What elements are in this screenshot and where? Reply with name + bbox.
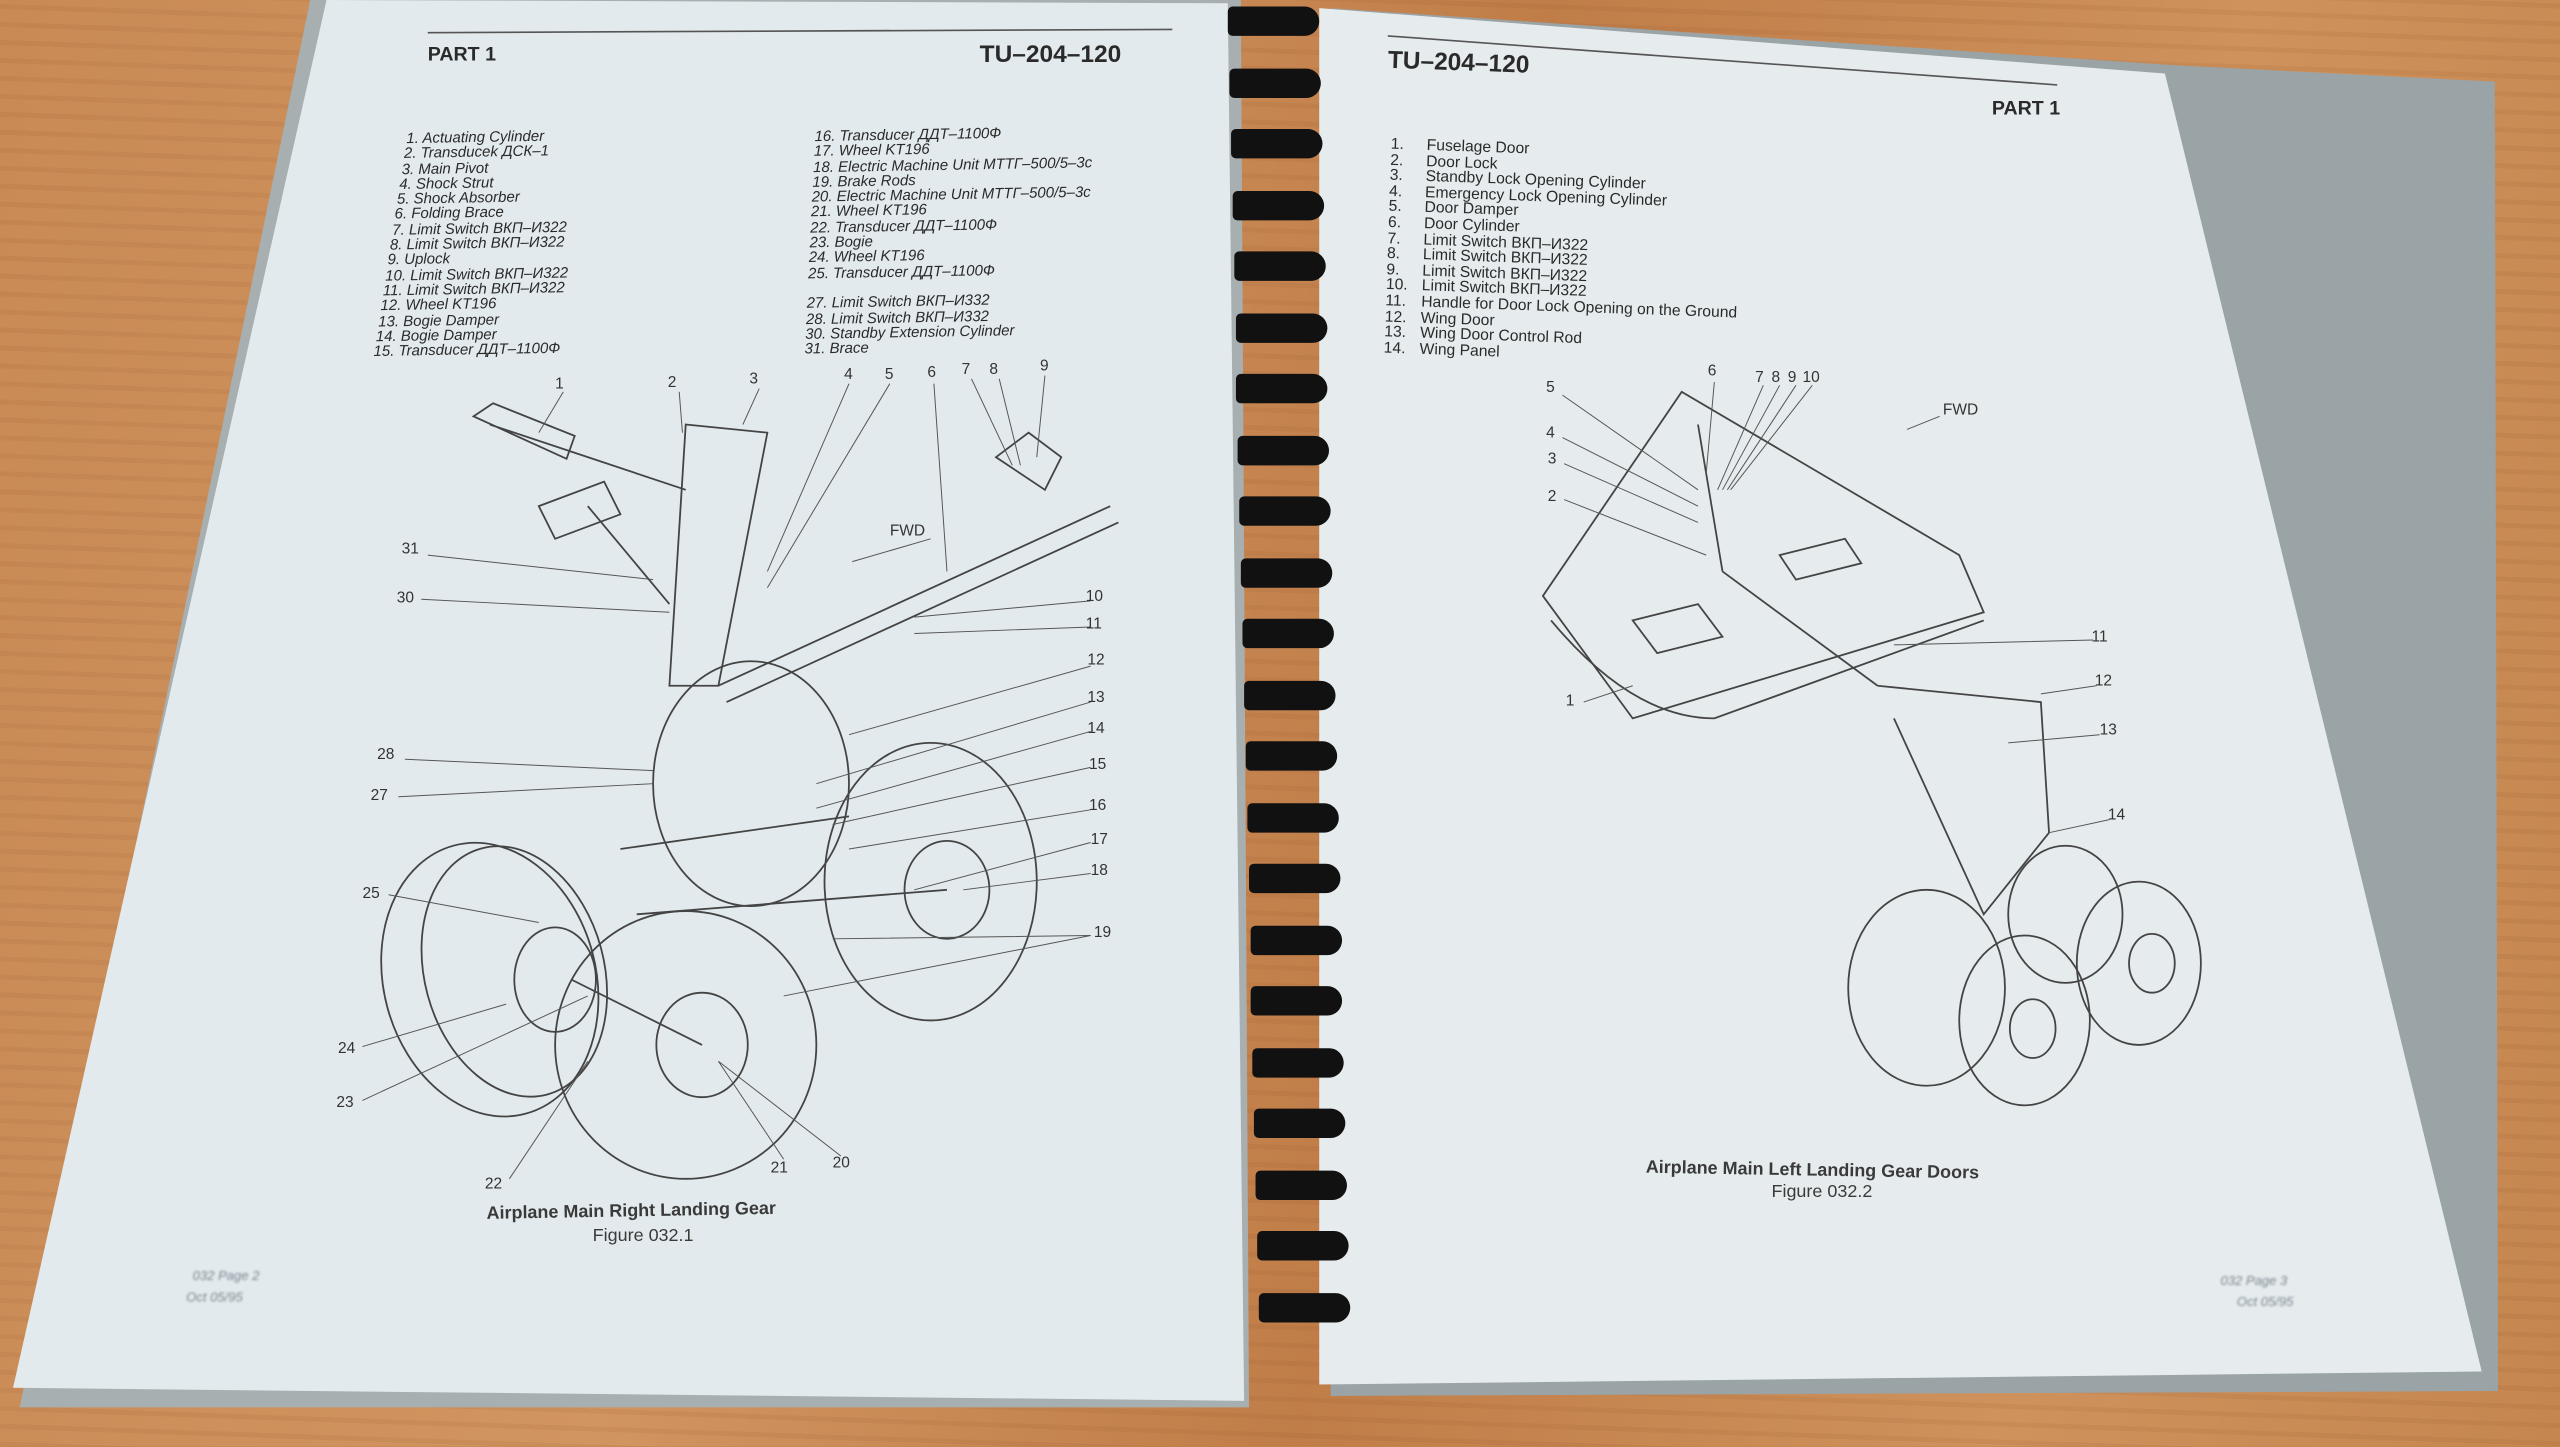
callout-number: 1 <box>555 375 564 394</box>
binding-ring <box>1229 67 1321 98</box>
callout-number: 6 <box>927 364 937 383</box>
callout-number: 6 <box>1707 362 1717 381</box>
legend-number: 14. <box>1383 339 1406 358</box>
binding-ring <box>1233 251 1326 281</box>
callout-number: 13 <box>1087 688 1105 707</box>
callout-number: 24 <box>337 1040 356 1058</box>
callout-number: 9 <box>1040 357 1049 376</box>
binding-ring <box>1241 557 1333 587</box>
binding-ring <box>1255 1169 1348 1200</box>
callout-number: 3 <box>749 370 759 389</box>
figure-number: Figure 032.1 <box>592 1226 694 1246</box>
footer-page: 032 Page 2 <box>192 1268 260 1284</box>
binding-ring <box>1236 373 1329 404</box>
callout-number: 8 <box>989 360 999 379</box>
callout-number: 2 <box>1547 488 1557 507</box>
binding-ring <box>1243 680 1336 710</box>
callout-number: 12 <box>2094 672 2113 691</box>
callout-number: 20 <box>832 1154 850 1173</box>
right-page <box>1319 8 2482 1385</box>
binding-ring <box>1239 496 1331 526</box>
callout-number: 23 <box>336 1093 354 1112</box>
callout-number: 12 <box>1087 651 1105 670</box>
binding-ring <box>1251 986 1343 1016</box>
callout-number: 8 <box>1771 368 1781 387</box>
binding-ring <box>1227 6 1320 36</box>
landing-gear-drawing <box>380 402 1119 1180</box>
callout-number: 11 <box>1085 615 1102 634</box>
callout-number: 4 <box>844 365 853 384</box>
callout-number: 17 <box>1090 831 1108 850</box>
binding-ring <box>1245 741 1337 771</box>
right-header-title: TU–204–120 <box>1387 46 1530 80</box>
callout-number: 27 <box>370 786 388 805</box>
fwd-label: FWD <box>1942 401 1979 420</box>
left-header-part: PART 1 <box>427 42 497 66</box>
callout-number: 7 <box>961 360 971 379</box>
callout-number: 22 <box>484 1175 503 1194</box>
callout-number: 11 <box>2091 628 2108 647</box>
callout-number: 2 <box>667 373 677 392</box>
footer-date: Oct 05/95 <box>186 1289 243 1305</box>
binding-ring <box>1252 1047 1345 1077</box>
callout-number: 4 <box>1546 424 1555 443</box>
callout-number: 21 <box>770 1159 788 1178</box>
left-page <box>13 0 1245 1401</box>
binding-ring <box>1232 190 1324 220</box>
callout-number: 9 <box>1787 368 1797 387</box>
callout-number: 14 <box>1087 720 1105 738</box>
footer-date: Oct 05/95 <box>2236 1294 2294 1310</box>
callout-number: 16 <box>1089 796 1107 815</box>
binding-ring <box>1257 1231 1349 1261</box>
callout-number: 7 <box>1755 368 1764 387</box>
binding-ring <box>1235 312 1327 343</box>
callout-number: 5 <box>884 365 894 384</box>
callout-number: 10 <box>1802 368 1820 387</box>
callout-number: 18 <box>1090 862 1108 881</box>
binding-ring <box>1249 924 1342 955</box>
right-leader-lines <box>1562 382 2110 834</box>
callout-number: 31 <box>401 540 419 559</box>
callout-number: 13 <box>2099 721 2117 740</box>
legend-label: Wing Panel <box>1419 340 1500 362</box>
callout-number: 28 <box>377 746 395 765</box>
callout-number: 10 <box>1085 587 1104 606</box>
callout-number: 3 <box>1547 450 1557 469</box>
binding-ring <box>1254 1108 1346 1138</box>
callout-number: 30 <box>396 589 415 608</box>
fwd-label: FWD <box>889 522 926 541</box>
callout-number: 25 <box>362 884 380 903</box>
binding-ring <box>1238 435 1330 465</box>
left-leader-lines <box>362 375 1091 1180</box>
binding-ring <box>1248 863 1340 894</box>
footer-page: 032 Page 3 <box>2220 1273 2288 1289</box>
callout-number: 5 <box>1546 378 1555 397</box>
binding-ring <box>1258 1292 1351 1322</box>
binding-ring <box>1242 618 1334 649</box>
figure-number: Figure 032.2 <box>1771 1182 1873 1202</box>
callout-number: 19 <box>1093 924 1112 943</box>
right-header-part: PART 1 <box>1991 96 2061 120</box>
left-header-title: TU–204–120 <box>979 40 1122 69</box>
callout-number: 15 <box>1089 755 1107 774</box>
binding-ring <box>1246 802 1339 832</box>
callout-number: 1 <box>1565 692 1575 711</box>
callout-number: 14 <box>2107 806 2126 825</box>
binding-ring <box>1230 128 1323 159</box>
